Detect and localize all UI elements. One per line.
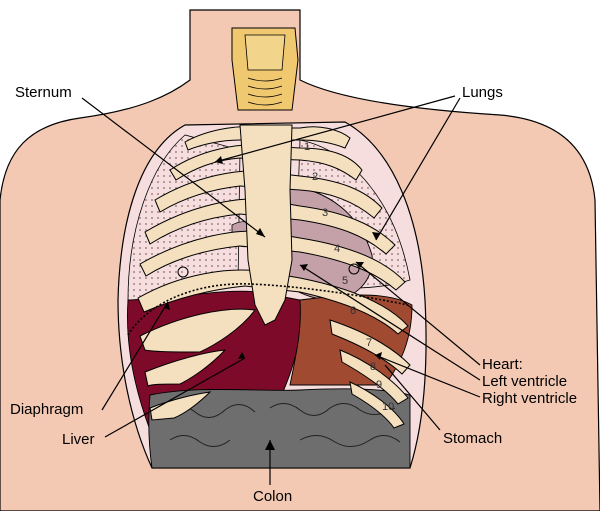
trachea-rings [247,77,283,106]
heart-marker [348,263,360,275]
arrowheads [164,156,382,450]
diaphragm-line [127,283,409,336]
rib-number: 8 [370,361,376,373]
leader-lines [81,95,481,485]
label-sternum: Sternum [15,84,72,101]
label-diaphragm: Diaphragm [10,401,83,418]
rib-number: 6 [350,305,356,317]
label-colon: Colon [253,488,292,505]
left-lung-marker [177,266,189,278]
label-left-ventricle: Left ventricle [482,373,567,390]
label-heart: Heart: [482,356,523,373]
rib-number: 4 [334,243,340,255]
rib-number: 7 [366,337,372,349]
label-lungs: Lungs [462,84,503,101]
rib-number: 2 [312,171,318,183]
rib-number: 3 [322,207,328,219]
larynx [244,34,286,71]
rib-number: 10 [382,401,394,413]
label-stomach: Stomach [443,430,502,447]
rib-number: 1 [304,141,310,153]
sternum [239,124,293,326]
rib-number: 5 [342,275,348,287]
label-right-ventricle: Right ventricle [482,390,577,407]
rib-number: 9 [376,379,382,391]
label-liver: Liver [62,431,95,448]
colon [148,388,411,469]
